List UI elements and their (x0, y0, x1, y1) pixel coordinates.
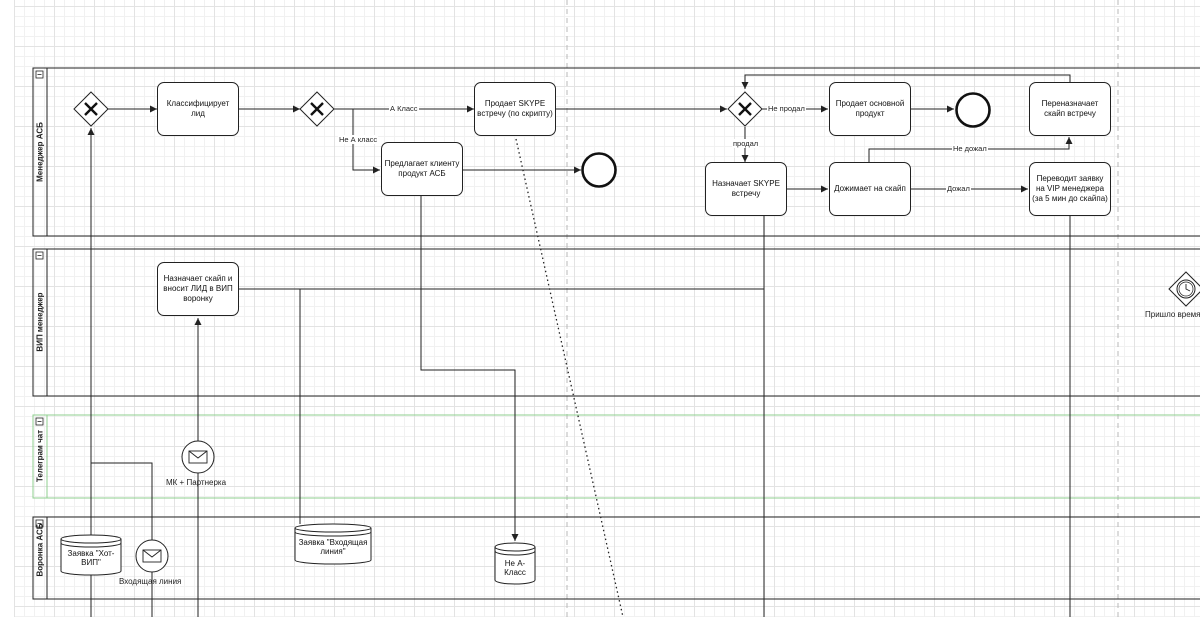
data-store-label: Заявка "Входящая линия" (298, 538, 368, 556)
edge-label-not-pushed: Не дожал (952, 144, 988, 153)
edge-label-pushed: Дожал (946, 184, 971, 193)
task-reschedule[interactable]: Переназначает скайп встречу (1029, 82, 1111, 136)
edge-label-not-sold: Не продал (767, 104, 806, 113)
task-assign-skype[interactable]: Назначает SKYPE встречу (705, 162, 787, 216)
connector[interactable] (91, 462, 153, 541)
collapse-toggle-icon[interactable] (35, 519, 44, 528)
lane-title-telegram: Телеграм чат (35, 429, 45, 483)
lane-title-vip: ВИП менеджер (35, 292, 45, 352)
lane-title-manager: Менеджер АСБ (35, 122, 45, 182)
data-store-label: Не А-Класс (504, 559, 526, 577)
task-sell-main[interactable]: Продает основной продукт (829, 82, 911, 136)
edge-label-a-class: А Класс (389, 104, 419, 113)
task-label: Назначает SKYPE встречу (712, 179, 780, 198)
lane-telegram-pool[interactable] (32, 414, 1200, 499)
association-dotted (515, 138, 624, 617)
collapse-toggle-icon[interactable] (35, 70, 44, 79)
task-sell-skype[interactable]: Продает SKYPE встречу (по скрипту) (474, 82, 556, 136)
event-label-incoming-line: Входящая линия (119, 577, 182, 586)
left-margin (0, 0, 14, 617)
end-event-icon[interactable] (581, 152, 617, 188)
task-transfer-vip[interactable]: Переводит заявку на VIP менеджера (за 5 … (1029, 162, 1111, 216)
task-label: Переназначает скайп встречу (1041, 99, 1099, 118)
edge-label-sold: продал (732, 139, 760, 148)
task-label: Дожимает на скайп (834, 184, 906, 193)
lane-title-funnel: Воронка АСБ (35, 523, 45, 577)
task-label: Назначает скайп и вносит ЛИД в ВИП ворон… (163, 274, 233, 303)
task-label: Продает основной продукт (835, 99, 905, 118)
timer-event-icon[interactable] (1168, 271, 1200, 307)
lane-manager-pool[interactable] (32, 67, 1200, 237)
event-label-time-came: Пришло время (1145, 310, 1200, 319)
exclusive-gateway-icon[interactable] (299, 91, 335, 127)
collapse-toggle-icon[interactable] (35, 251, 44, 260)
task-vip-assign[interactable]: Назначает скайп и вносит ЛИД в ВИП ворон… (157, 262, 239, 316)
end-event-icon[interactable] (955, 92, 991, 128)
data-store-incoming-request[interactable] (294, 523, 372, 565)
exclusive-gateway-icon[interactable] (727, 91, 763, 127)
task-label: Переводит заявку на VIP менеджера (за 5 … (1032, 174, 1108, 203)
data-store-label: Заявка "Хот-ВИП" (67, 549, 115, 567)
collapse-toggle-icon[interactable] (35, 417, 44, 426)
lane-vip-pool[interactable] (32, 248, 1200, 397)
task-classify[interactable]: Классифицирует лид (157, 82, 239, 136)
connector-not-a-class[interactable] (352, 109, 380, 174)
lane-funnel-pool[interactable] (32, 516, 1200, 600)
task-label: Классифицирует лид (166, 99, 230, 118)
event-label-mk-partner: МК + Партнерка (166, 478, 227, 487)
connector-reschedule-loop[interactable] (741, 74, 1071, 89)
exclusive-gateway-icon[interactable] (73, 91, 109, 127)
edge-label-not-a-class: Не А класс (338, 135, 379, 144)
task-label: Продает SKYPE встречу (по скрипту) (477, 99, 553, 118)
message-event-icon[interactable] (135, 539, 169, 573)
connector[interactable] (420, 196, 519, 541)
data-store-hot-vip[interactable] (60, 534, 122, 576)
message-event-icon[interactable] (181, 440, 215, 474)
data-store-not-a-class[interactable] (494, 542, 536, 585)
task-push-skype[interactable]: Дожимает на скайп (829, 162, 911, 216)
task-offer-product[interactable]: Предлагает клиенту продукт АСБ (381, 142, 463, 196)
task-label: Предлагает клиенту продукт АСБ (384, 159, 460, 178)
